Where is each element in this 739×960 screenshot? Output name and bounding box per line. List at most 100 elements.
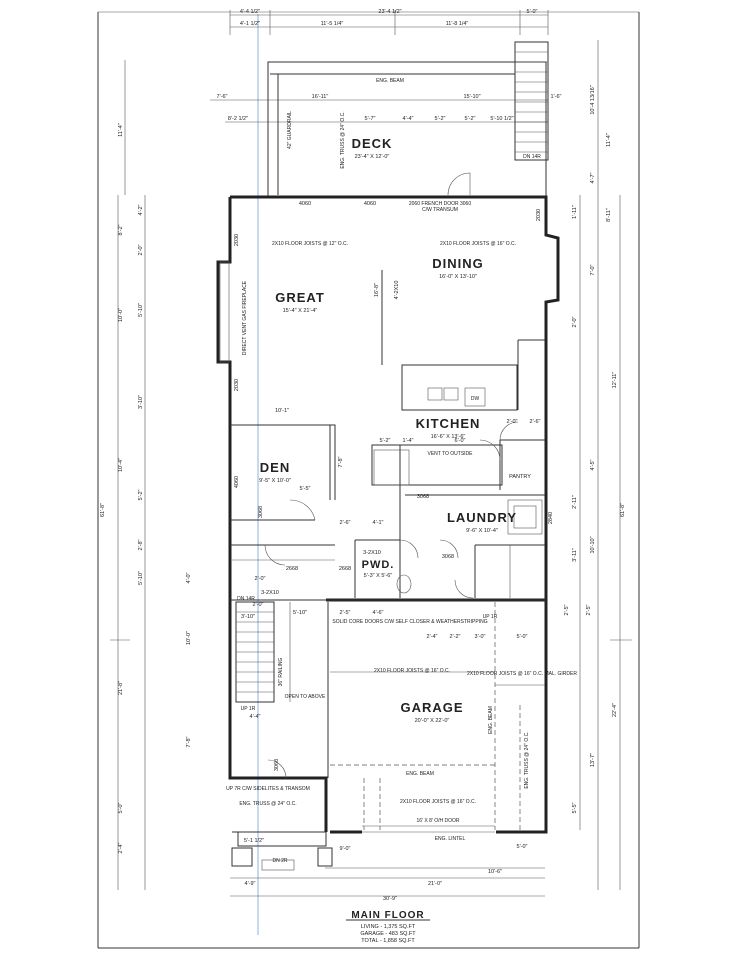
dim-kit-row-c: 6'-0" bbox=[455, 438, 466, 444]
dim-left-f: 5'-10" bbox=[138, 303, 144, 317]
dim-top-right-b: 5'-0" bbox=[527, 9, 538, 15]
room-garage: GARAGE bbox=[400, 700, 463, 715]
dim-top-left-b: 4'-1 1/2" bbox=[240, 21, 260, 27]
dim-left-o: 21'-8" bbox=[118, 681, 124, 695]
note-joists-dining: 2X10 FLOOR JOISTS @ 16" O.C. bbox=[440, 241, 516, 247]
dim-right-n: 2'-5" bbox=[564, 604, 570, 615]
dim-pwd-dim: 3-2X10 bbox=[363, 550, 381, 556]
dim-right-k: 22'-4" bbox=[612, 703, 618, 717]
dim-entry-w: 5'-1 1/2" bbox=[244, 838, 264, 844]
stair-run bbox=[235, 601, 291, 703]
note-vent-outside: VENT TO OUTSIDE bbox=[427, 451, 473, 457]
dim-left-l: 5'-10" bbox=[138, 571, 144, 585]
dim-left-d: 2'-0" bbox=[138, 244, 144, 255]
dim-left-g: 3'-10" bbox=[138, 395, 144, 409]
room-laundry: LAUNDRY bbox=[447, 510, 517, 525]
exterior-walls bbox=[216, 195, 560, 834]
dim-pwd-door-b: 2668 bbox=[286, 566, 298, 572]
dim-right-q: 8'-11" bbox=[606, 208, 612, 222]
room-pantry: PANTRY bbox=[509, 474, 531, 480]
title-garage: GARAGE - 483 SQ.FT bbox=[360, 931, 416, 937]
dim-garage-c: 3'-0" bbox=[475, 634, 486, 640]
room-great-size: 15'-4" X 21'-4" bbox=[283, 308, 318, 314]
room-garage-size: 20'-0" X 22'-0" bbox=[415, 718, 450, 724]
dim-deck-row-c: 7'-6" bbox=[217, 94, 228, 100]
dim-right-e: 2'-0" bbox=[572, 316, 578, 327]
dim-left-p: 7'-8" bbox=[186, 736, 192, 747]
dim-den-dim-b: 2'-6" bbox=[340, 520, 351, 526]
dim-stair-w4: 2'-0" bbox=[255, 576, 266, 582]
title-living: LIVING - 1,375 SQ.FT bbox=[361, 924, 416, 930]
dim-right-d: 7'-0" bbox=[590, 264, 596, 275]
note-closer-doors: SOLID CORE DOORS C/W SELF CLOSER & WEATH… bbox=[332, 619, 487, 625]
dim-deck-row2-d: 5'-2" bbox=[435, 116, 446, 122]
dim-left-a: 11'-4" bbox=[118, 123, 124, 137]
dim-garage-h: 2'-5" bbox=[586, 604, 592, 615]
dim-pwd-dim-b: 3-2X10 bbox=[261, 590, 279, 596]
dim-bottom-d: 10'-6" bbox=[488, 869, 502, 875]
dim-kitchen-b: 2'-6" bbox=[530, 419, 541, 425]
title-total: TOTAL - 1,858 SQ.FT bbox=[361, 938, 415, 944]
note-railing: 36" RAILING bbox=[278, 658, 284, 687]
room-great: GREAT bbox=[275, 290, 325, 305]
dim-deck-row-d: 1'-6" bbox=[551, 94, 562, 100]
dim-left-i: 5'-2" bbox=[138, 489, 144, 500]
note-joists-right: 2X10 FLOOR JOISTS @ 16" O.C. MAL. GIRDER bbox=[467, 671, 577, 677]
note-up-1r: UP 1R bbox=[241, 706, 256, 712]
room-kitchen-size: 16'-6" X 13'-6" bbox=[431, 434, 466, 440]
dim-door-4060-b: 4060 bbox=[364, 201, 376, 207]
dim-deck-row2-f: 5'-10 1/2" bbox=[490, 116, 513, 122]
title-main: MAIN FLOOR bbox=[351, 910, 424, 921]
dim-top-mid: 11'-5 1/4" bbox=[321, 21, 344, 27]
dim-deck-row-a: 16'-11" bbox=[312, 94, 329, 100]
dim-left-n: 10'-0" bbox=[186, 631, 192, 645]
dim-deck-row2-a: 8'-2 1/2" bbox=[228, 116, 248, 122]
note-truss-deck: ENG. TRUSS @ 24" O.C. bbox=[340, 111, 346, 168]
dim-pwd-door: 2668 bbox=[339, 566, 351, 572]
dim-stair-w3: 2'-0" bbox=[253, 602, 264, 608]
dim-kit-row-b: 1'-4" bbox=[403, 438, 414, 444]
dim-entry: 9'-0" bbox=[340, 846, 351, 852]
dim-garage-d: 5'-0" bbox=[517, 634, 528, 640]
dim-left-b: 4'-2" bbox=[138, 204, 144, 215]
dim-left-j: 2'-8" bbox=[138, 539, 144, 550]
dim-left-m: 4'-0" bbox=[186, 572, 192, 583]
dim-deck-row-b: 15'-10" bbox=[463, 94, 480, 100]
dim-right-j: 61'-8" bbox=[620, 503, 626, 517]
dim-win-2030-c: 2030 bbox=[536, 209, 542, 221]
note-entry-dn: DN 2R bbox=[272, 858, 287, 864]
note-deck-stairs: DN 14R bbox=[523, 154, 541, 160]
room-kitchen: KITCHEN bbox=[416, 416, 481, 431]
room-pwd: PWD. bbox=[362, 559, 395, 571]
note-guardrail: 42" GUARDRAIL bbox=[287, 111, 293, 149]
room-deck: DECK bbox=[352, 136, 393, 151]
dim-right-f: 12'-11" bbox=[612, 372, 618, 389]
dim-den-dim-c: 4'-1" bbox=[373, 520, 384, 526]
dim-right-a: 10'-4 13/16" bbox=[590, 85, 596, 114]
dim-left-k: 61'-8" bbox=[100, 503, 106, 517]
room-den: DEN bbox=[260, 460, 290, 475]
dim-den-w: 10'-1" bbox=[275, 408, 289, 414]
dim-den-door: 3068 bbox=[258, 506, 264, 518]
room-pwd-size: 5'-3" X 5'-6" bbox=[364, 573, 393, 579]
dim-garage-e: 2'-5" bbox=[340, 610, 351, 616]
note-eng-lintel: ENG. LINTEL bbox=[435, 836, 466, 842]
dim-left-c: 8'-2" bbox=[118, 224, 124, 235]
note-dw: DW bbox=[471, 396, 480, 402]
note-eng-beam-garage: ENG. BEAM bbox=[406, 771, 434, 777]
dim-great-height: 16'-8" bbox=[374, 283, 380, 297]
dim-top-right-a: 11'-8 1/4" bbox=[446, 21, 469, 27]
note-up-1r-b: UP 1R bbox=[483, 614, 498, 620]
dim-right-o: 3'-11" bbox=[572, 548, 578, 562]
door-swings bbox=[264, 421, 519, 779]
dim-deck-row2-c: 4'-4" bbox=[403, 116, 414, 122]
dim-laundry-dim: 2840 bbox=[548, 512, 554, 524]
fixtures bbox=[219, 261, 486, 594]
note-transom: C/W TRANSUM bbox=[422, 207, 458, 213]
dim-den-door-b: 4060 bbox=[234, 476, 240, 488]
note-open-above: OPEN TO ABOVE bbox=[285, 694, 326, 700]
interior-walls bbox=[230, 270, 545, 833]
room-deck-size: 23'-4" X 12'-0" bbox=[355, 154, 390, 160]
dimension-lines bbox=[110, 10, 632, 897]
